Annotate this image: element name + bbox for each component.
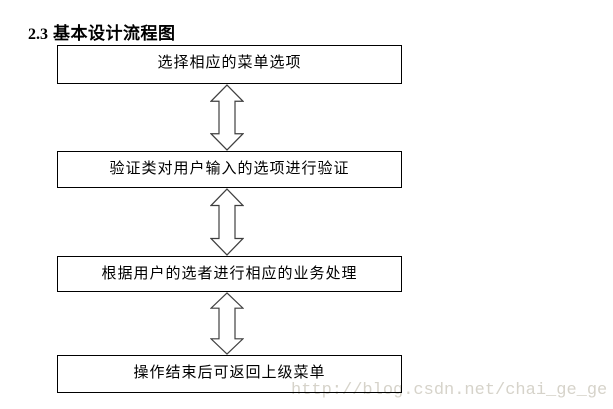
flowchart-step-label: 验证类对用户输入的选项进行验证 xyxy=(109,160,350,177)
flowchart-step-label: 根据用户的选者进行相应的业务处理 xyxy=(101,265,358,282)
flowchart-step-label: 选择相应的菜单选项 xyxy=(157,54,302,71)
flowchart-step-return-menu: 操作结束后可返回上级菜单 xyxy=(57,355,402,393)
double-vertical-arrow-icon xyxy=(210,188,244,256)
watermark-url: http://blog.csdn.net/chai_ge_ge xyxy=(291,381,608,400)
section-title: 基本设计流程图 xyxy=(53,24,176,43)
section-heading: 2.3 基本设计流程图 xyxy=(28,19,176,44)
double-vertical-arrow-icon xyxy=(210,292,244,355)
double-vertical-arrow-icon xyxy=(210,84,244,151)
flowchart-step-label: 操作结束后可返回上级菜单 xyxy=(133,364,326,381)
flowchart-step-business-process: 根据用户的选者进行相应的业务处理 xyxy=(57,256,402,292)
section-number: 2.3 xyxy=(28,26,48,43)
flowchart-step-select-menu: 选择相应的菜单选项 xyxy=(57,45,402,84)
flowchart-step-validate-input: 验证类对用户输入的选项进行验证 xyxy=(57,151,402,188)
